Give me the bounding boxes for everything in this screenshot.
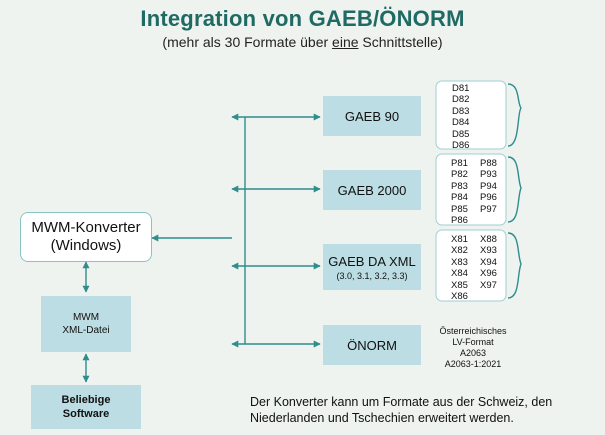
format-code: P97 bbox=[480, 203, 497, 215]
format-code: X85 bbox=[451, 279, 468, 291]
format-code: D81 bbox=[452, 83, 470, 94]
xml-datei-line2: XML-Datei bbox=[62, 325, 110, 336]
format-code: X96 bbox=[480, 268, 497, 280]
brace-gaeb2000 bbox=[507, 156, 522, 223]
format-code: P83 bbox=[451, 180, 468, 192]
oenorm-note: Österreichisches LV-Format A2063 A2063-1… bbox=[428, 326, 518, 370]
format-label: ÖNORM bbox=[347, 337, 397, 353]
format-box-oenorm: ÖNORM bbox=[323, 325, 421, 365]
format-box-gaeb2000: GAEB 2000 bbox=[323, 170, 421, 210]
oenorm-note-line: A2063-1:2021 bbox=[444, 359, 502, 369]
format-code: D83 bbox=[452, 105, 470, 117]
oenorm-note-line: A2063 bbox=[459, 348, 487, 358]
konverter-line2: (Windows) bbox=[50, 237, 122, 254]
format-code: P82 bbox=[451, 169, 468, 181]
format-code: P93 bbox=[480, 169, 497, 181]
format-label: GAEB 2000 bbox=[337, 182, 407, 198]
format-box-gaebxml: GAEB DA XML (3.0, 3.1, 3.2, 3.3) bbox=[323, 244, 421, 290]
format-code: P85 bbox=[451, 203, 468, 215]
format-code: D84 bbox=[452, 117, 470, 129]
format-code: D82 bbox=[452, 94, 470, 106]
format-code: X82 bbox=[451, 245, 468, 257]
format-code: P84 bbox=[451, 192, 468, 204]
xml-datei-box: MWM XML-Datei bbox=[41, 296, 131, 352]
oenorm-note-line: Österreichisches bbox=[439, 326, 507, 336]
brace-gaeb90 bbox=[507, 83, 522, 147]
format-code: X88 bbox=[480, 234, 497, 245]
format-code: X97 bbox=[480, 279, 497, 291]
format-code: X84 bbox=[451, 268, 468, 280]
format-code: X83 bbox=[451, 256, 468, 268]
format-code: D86 bbox=[452, 140, 470, 152]
format-code: P88 bbox=[480, 158, 497, 169]
format-code: X93 bbox=[480, 245, 497, 257]
subtitle-after: Schnittstelle) bbox=[358, 34, 443, 50]
format-code: P96 bbox=[480, 192, 497, 204]
page-subtitle: (mehr als 30 Formate über eine Schnittst… bbox=[0, 34, 605, 50]
subtitle-underlined: eine bbox=[332, 34, 359, 50]
format-sublabel: (3.0, 3.1, 3.2, 3.3) bbox=[336, 270, 408, 281]
brace-gaebxml bbox=[507, 232, 522, 299]
format-code: P94 bbox=[480, 180, 497, 192]
format-code: D85 bbox=[452, 128, 470, 140]
software-box: Beliebige Software bbox=[31, 385, 141, 429]
page-title: Integration von GAEB/ÖNORM bbox=[140, 6, 465, 31]
software-line2: Software bbox=[62, 408, 110, 420]
subtitle-before: (mehr als 30 Formate über bbox=[162, 34, 333, 50]
konverter-line1: MWM-Konverter bbox=[31, 219, 141, 236]
oenorm-note-line: LV-Format bbox=[452, 337, 494, 347]
footer-note: Der Konverter kann um Formate aus der Sc… bbox=[250, 395, 553, 425]
software-line1: Beliebige bbox=[61, 394, 111, 406]
format-code: X81 bbox=[451, 234, 468, 245]
format-code: X86 bbox=[451, 291, 468, 303]
format-code: P81 bbox=[451, 158, 468, 169]
format-code: P86 bbox=[451, 215, 468, 227]
mwm-konverter-box: MWM-Konverter (Windows) bbox=[20, 212, 152, 262]
format-label: GAEB 90 bbox=[344, 108, 400, 124]
format-code: X94 bbox=[480, 256, 497, 268]
xml-datei-line1: MWM bbox=[72, 312, 100, 323]
format-box-gaeb90: GAEB 90 bbox=[323, 96, 421, 136]
format-label: GAEB DA XML bbox=[328, 253, 416, 269]
